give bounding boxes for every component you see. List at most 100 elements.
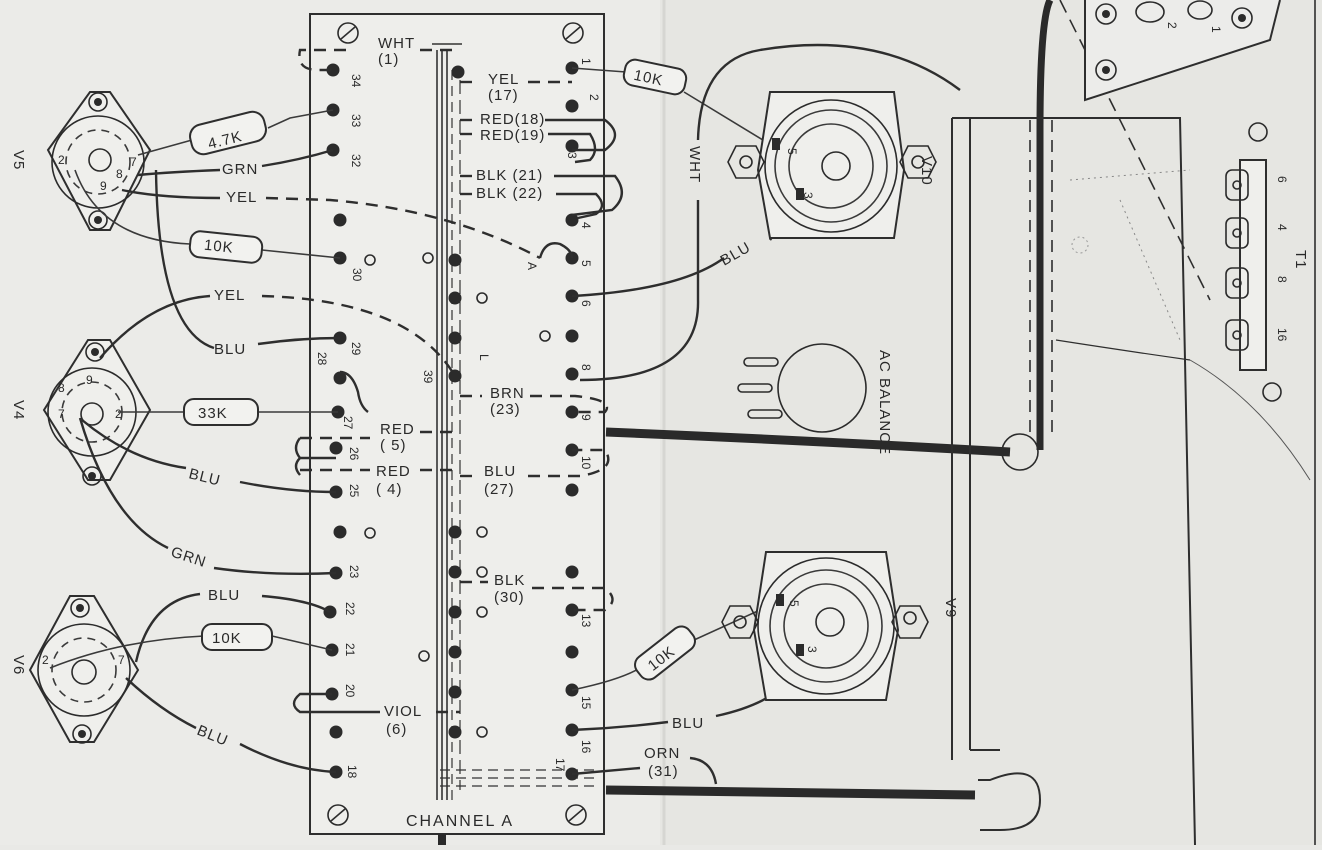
terminal-label: 2 <box>587 94 601 101</box>
resistor-10k-v9: 10K <box>634 625 696 681</box>
terminal-label: 9 <box>579 414 593 421</box>
terminal-34 <box>326 63 340 77</box>
terminal-label: 27 <box>341 416 355 430</box>
pin-label: 2 <box>58 153 65 167</box>
pin-label: 5 <box>785 148 799 155</box>
tap-label: 4 <box>1275 224 1289 231</box>
terminal-label: 8 <box>579 364 593 371</box>
terminal-label: 16 <box>579 740 593 754</box>
chassis-panel <box>951 0 1311 846</box>
wire-label-yel: YEL <box>226 189 257 206</box>
left-wiring: 4.7K GRN YEL 10K BLU YEL 33K <box>49 109 541 774</box>
tube-socket-v9: 5 3 V9 <box>721 551 959 701</box>
wire-label-wht: WHT <box>686 146 703 183</box>
transformer-tap <box>1225 267 1249 299</box>
resistor-10k-v6: 10K <box>201 623 273 651</box>
terminal-label: 13 <box>579 614 593 628</box>
terminal-label: 23 <box>347 565 361 579</box>
terminal-label: 22 <box>343 602 357 616</box>
tube-socket-v4: 9 8 7 2 V4 <box>10 339 152 486</box>
wire-label-blk21: BLK (21) <box>476 167 543 184</box>
wire-label-num: (23) <box>490 401 521 418</box>
terminal-7 <box>565 329 579 343</box>
pin-label: 3 <box>801 192 815 199</box>
terminal-label: 15 <box>579 696 593 710</box>
transformer-tap <box>1225 319 1249 351</box>
tube-label-v10: V10 <box>918 156 935 186</box>
resistor-10k-v5: 10K <box>188 230 264 264</box>
terminal-26 <box>329 441 343 455</box>
wire-label-num: (1) <box>378 51 399 68</box>
terminal-label: 39 <box>421 370 435 384</box>
pin-label: 7 <box>118 653 125 667</box>
resistor-label: 10K <box>212 630 242 647</box>
tube-label-v5: V5 <box>10 150 27 170</box>
tap-label: 6 <box>1275 176 1289 183</box>
tube-label-v4: V4 <box>10 400 27 420</box>
terminal-label: 25 <box>347 484 361 498</box>
wire-label-brn: BRN <box>490 385 525 402</box>
wire-label-viol: VIOL <box>384 703 422 720</box>
wire-label-blu: BLU <box>672 715 704 732</box>
terminal-39 <box>448 369 462 383</box>
board-screw <box>327 804 349 826</box>
resistor-4k7: 4.7K <box>189 110 267 156</box>
terminal-label: 1 <box>579 58 593 65</box>
wire-label-num: ( 4) <box>376 481 403 498</box>
wire-label-blk30: BLK <box>494 572 525 589</box>
terminal-label: 32 <box>349 154 363 168</box>
ac-balance-pot: AC BALANCE <box>737 343 893 455</box>
terminal-label: 21 <box>343 643 357 657</box>
center-terminals: 39 <box>418 65 488 739</box>
wire-label-num: ( 5) <box>380 437 407 454</box>
board-screw <box>562 22 584 44</box>
terminal-label: 17 <box>553 758 567 772</box>
resistor-33k: 33K <box>183 398 259 426</box>
terminal-13 <box>565 603 579 617</box>
transformer-tap <box>1225 169 1249 201</box>
wire-label-blu27: BLU <box>484 463 516 480</box>
wire-label-num: (27) <box>484 481 515 498</box>
tube-socket-v10: 5 3 V10 <box>727 91 937 239</box>
terminal-label: 28 <box>315 352 329 366</box>
resistor-label: 33K <box>198 405 228 422</box>
wire-label-red4: RED <box>376 463 411 480</box>
switch-label: 1 <box>1209 26 1223 33</box>
pin-label: 3 <box>805 646 819 653</box>
transformer-label: T1 <box>1292 250 1309 270</box>
wire-label-num: (31) <box>648 763 679 780</box>
wire-label-red18: RED(18) <box>480 111 545 128</box>
terminal-label: 6 <box>579 300 593 307</box>
terminal-label: 33 <box>349 114 363 128</box>
board-title: CHANNEL A <box>406 813 514 830</box>
wire-label-blu: BLU <box>214 341 246 358</box>
terminal-label: 4 <box>579 222 593 229</box>
transformer-t1: 6 4 8 16 T1 <box>1225 122 1309 402</box>
terminal-label: 29 <box>349 342 363 356</box>
wire-label-blu: BLU <box>208 587 240 604</box>
wire-label-yel: YEL <box>214 287 245 304</box>
wire-label-grn: GRN <box>222 161 258 178</box>
terminal-9 <box>565 405 579 419</box>
tube-socket-v5: 7 8 9 2 V5 <box>10 91 152 231</box>
terminal-14 <box>565 645 579 659</box>
terminal-label: 10 <box>579 456 593 470</box>
terminal-label: 26 <box>347 447 361 461</box>
terminal-label: 3 <box>565 152 579 159</box>
wire-label-num: (17) <box>488 87 519 104</box>
pin-label: 7 <box>130 155 137 169</box>
board-screw <box>337 22 359 44</box>
pin-label: 8 <box>58 381 65 395</box>
pin-label: 2 <box>42 653 49 667</box>
pin-label: 5 <box>787 600 801 607</box>
terminal-24 <box>333 525 347 539</box>
resistor-label: 10K <box>632 67 665 90</box>
pin-label: 8 <box>116 167 123 181</box>
terminal-8 <box>565 367 579 381</box>
terminal-label: 5 <box>579 260 593 267</box>
terminal-11 <box>565 483 579 497</box>
jumper-label-a: A <box>525 262 539 270</box>
wire-label-red5: RED <box>380 421 415 438</box>
tube-label-v6: V6 <box>10 655 27 675</box>
